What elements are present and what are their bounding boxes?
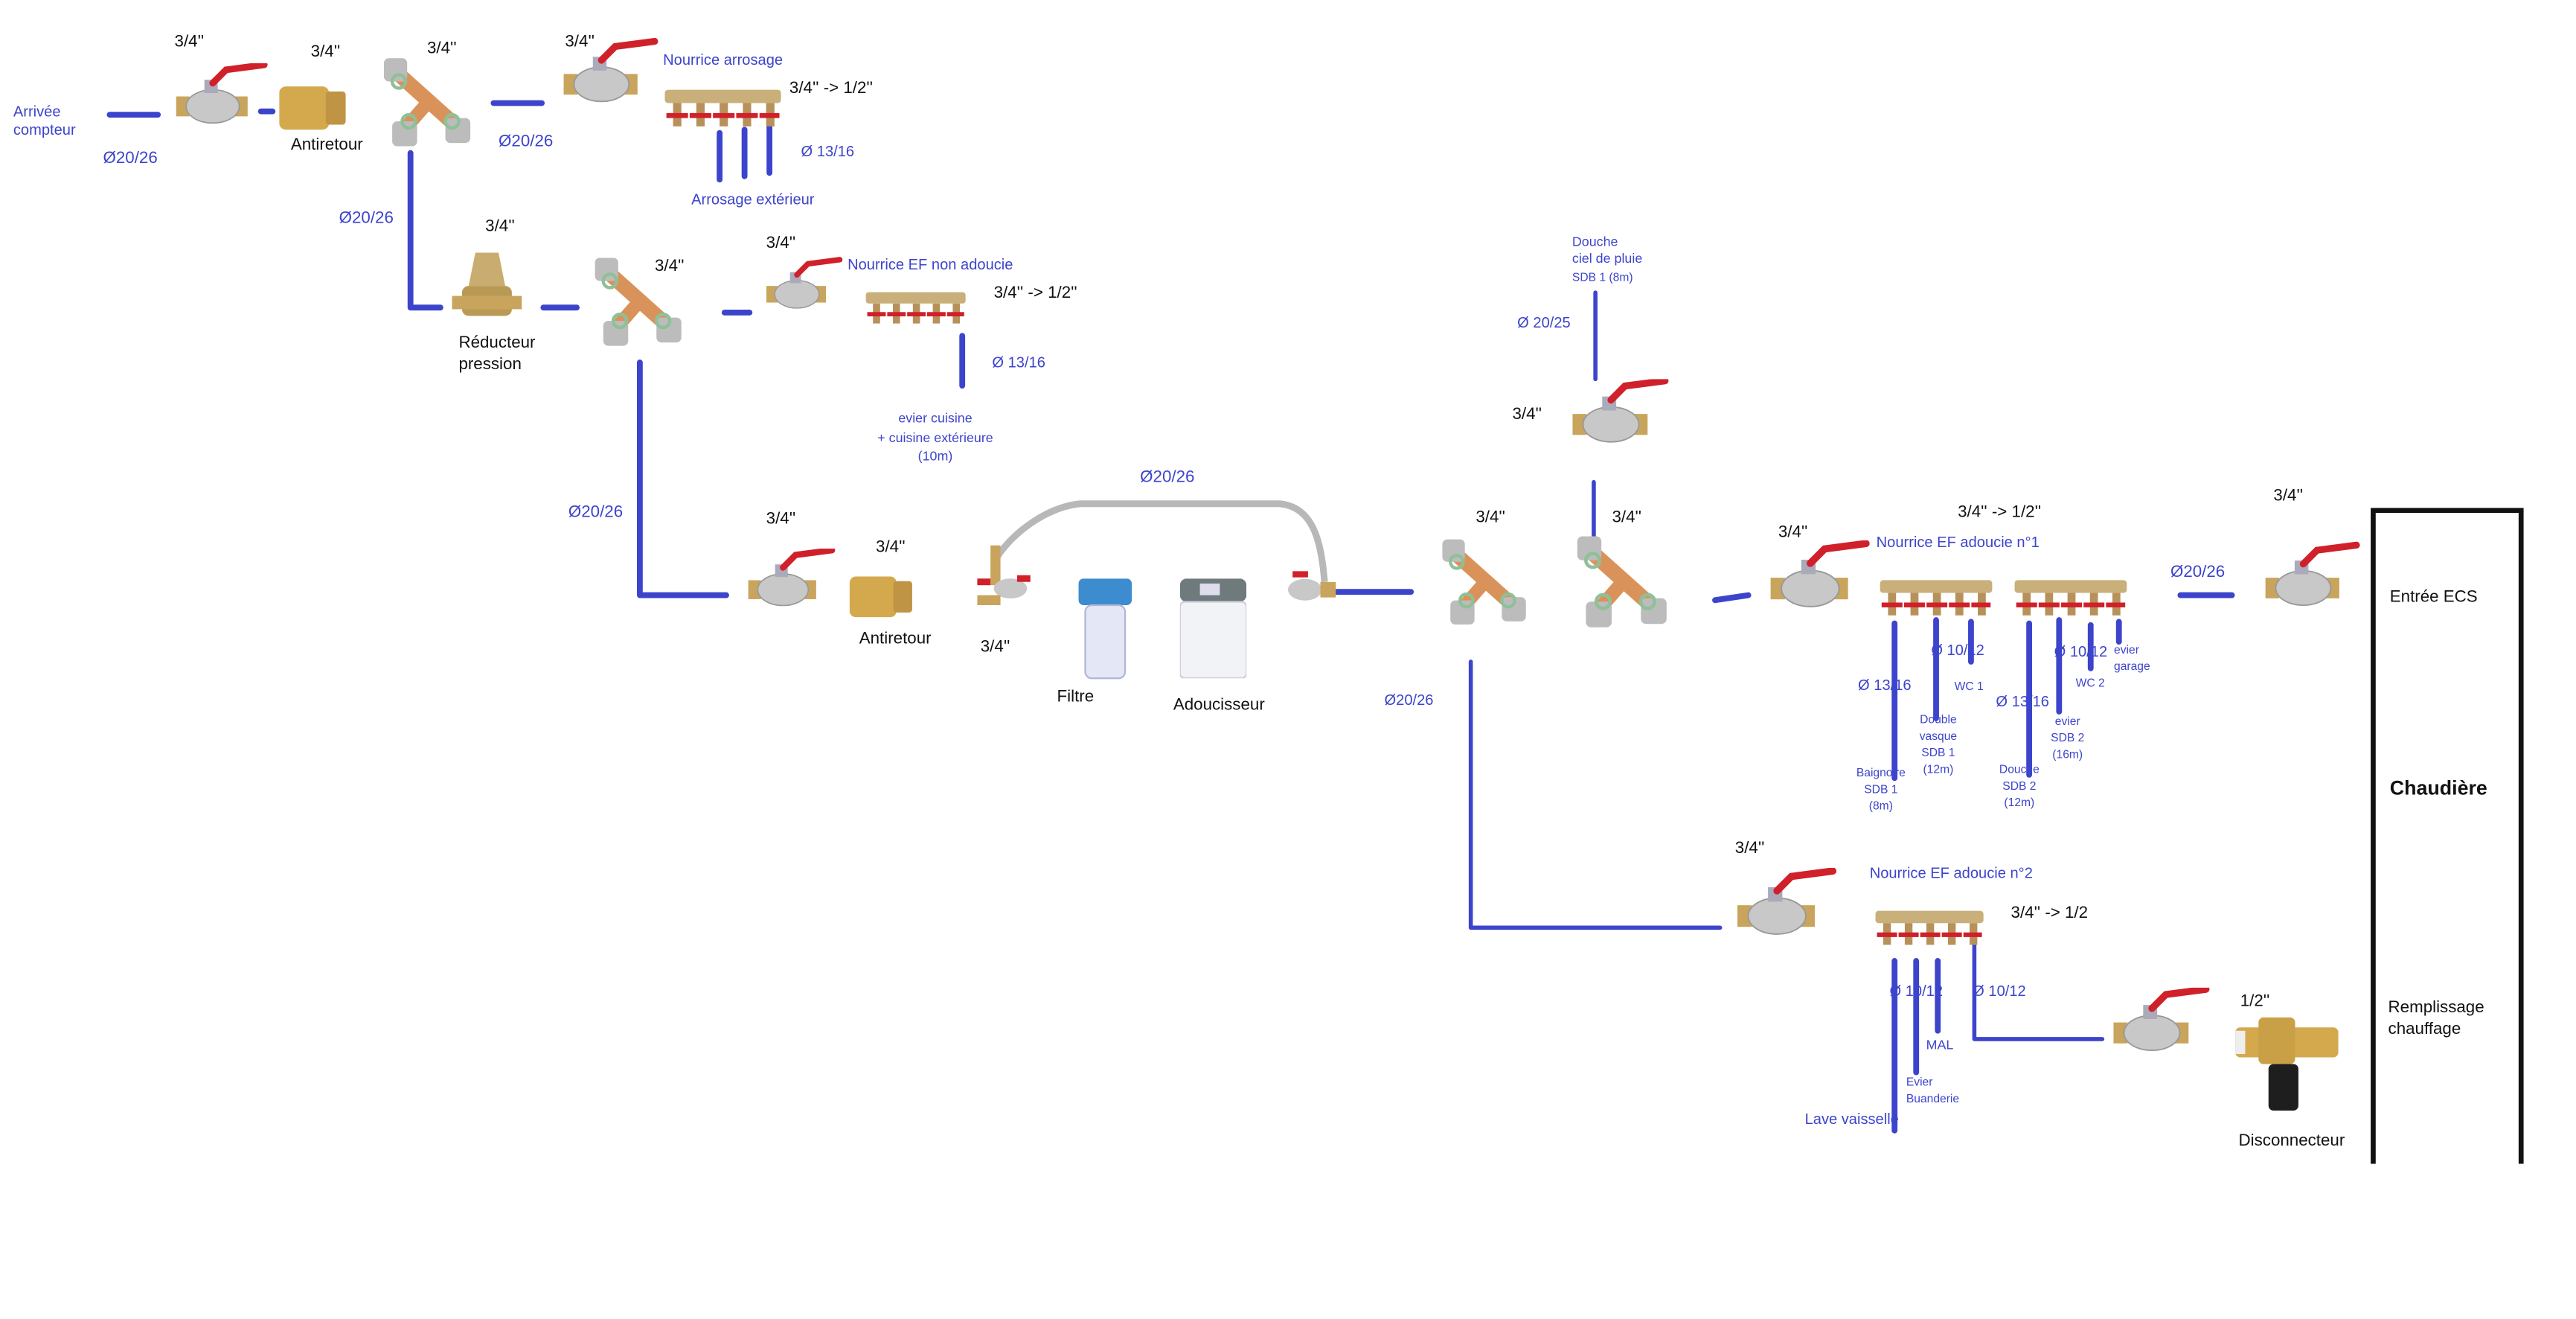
reduction-label: 3/4'' -> 1/2'' — [1958, 503, 2042, 523]
pipe-diameter-label: Ø 10/12 — [1931, 642, 1984, 659]
size-label: 3/4'' — [1476, 508, 1505, 528]
pipe — [1712, 592, 1752, 604]
outlet-label: evier SDB 2 (16m) — [2051, 716, 2085, 762]
size-label: 3/4'' — [1512, 405, 1542, 424]
pipe-diameter-label: Ø20/26 — [1140, 468, 1195, 488]
water-softener-icon[interactable] — [1179, 578, 1247, 679]
pipe-branch-row3 — [636, 359, 729, 598]
pressure-reducer-icon[interactable] — [452, 249, 522, 326]
outlet-label: MAL — [1926, 1037, 1954, 1053]
pipe-diameter-label: Ø 10/12 — [1973, 982, 2026, 1000]
manifold-icon[interactable] — [1878, 577, 1994, 622]
outlet-label: Evier Buanderie — [1906, 1077, 1960, 1106]
size-label: 3/4'' — [876, 538, 906, 558]
size-label: 3/4'' — [2273, 487, 2304, 505]
backflow-disconnector-icon[interactable] — [2235, 1014, 2343, 1114]
pipe-branch-n2 — [1468, 660, 1723, 930]
manifold-icon[interactable] — [2011, 577, 2131, 622]
ball-valve-icon[interactable] — [736, 549, 839, 612]
size-label: 3/4'' — [766, 234, 796, 253]
manifold-label: Nourrice EF adoucie n°2 — [1869, 864, 2033, 881]
filter-valve-icon[interactable] — [977, 545, 1034, 609]
outlet-label: WC 2 — [2075, 678, 2105, 690]
boiler-fill-label: Remplissage chauffage — [2388, 999, 2484, 1038]
size-label: 1/2'' — [2240, 992, 2270, 1011]
manifold-label: Nourrice EF adoucie n°1 — [1876, 533, 2040, 551]
manifold-label: Nourrice EF non adoucie — [848, 255, 1013, 273]
outlet-label: Lave vaisselle — [1804, 1110, 1899, 1128]
ball-valve-icon[interactable] — [1728, 868, 1836, 943]
check-valve-icon[interactable] — [849, 570, 915, 623]
size-label: 3/4'' — [174, 33, 205, 52]
pipe-branch-reducer — [407, 150, 443, 311]
check-valve-label: Antiretour — [290, 136, 363, 155]
pipe-diameter-label: Ø 20/25 — [1517, 314, 1571, 331]
water-filter-icon[interactable] — [1072, 578, 1138, 681]
size-label: 3/4'' — [485, 217, 515, 237]
disconnector-label: Disconnecteur — [2238, 1132, 2345, 1151]
boiler-outline — [2371, 508, 2524, 1164]
tee-fitting-icon[interactable] — [1572, 535, 1675, 632]
outlet-label: evier garage — [2114, 645, 2150, 674]
pipe-diameter-label: Ø20/26 — [499, 132, 554, 152]
tee-fitting-icon[interactable] — [1438, 535, 1534, 632]
outlet-label: WC 1 — [1954, 681, 1984, 694]
pipe-diameter-label: Ø20/26 — [1384, 692, 1434, 709]
manifold-icon[interactable] — [859, 290, 973, 330]
outlet-label: Arrosage extérieur — [691, 191, 815, 208]
size-label: 3/4'' — [654, 258, 685, 276]
size-label: 3/4'' — [1734, 839, 1765, 858]
pipe-diameter-label: Ø20/26 — [568, 503, 624, 523]
size-label: 3/4'' — [1778, 523, 1808, 543]
manifold-label: Nourrice arrosage — [663, 51, 784, 68]
ball-valve-icon[interactable] — [1762, 540, 1870, 616]
ball-valve-icon[interactable] — [760, 252, 843, 319]
tee-fitting-icon[interactable] — [379, 58, 478, 150]
ball-valve-icon[interactable] — [2257, 540, 2359, 616]
ball-valve-icon[interactable] — [555, 36, 658, 112]
manifold-icon[interactable] — [664, 86, 781, 133]
pipe-remplissage — [1972, 942, 2105, 1041]
boiler-label: Chaudière — [2389, 776, 2487, 800]
pipe-diameter-label: Ø20/26 — [339, 209, 394, 228]
ball-valve-icon[interactable] — [166, 63, 269, 130]
flexible-hose — [994, 500, 1328, 583]
outlet-label: Baignoire SDB 1 (8m) — [1856, 767, 1906, 814]
size-label: 3/4'' — [310, 43, 341, 62]
manifold-icon[interactable] — [1873, 907, 1986, 951]
outlet-label: Douche SDB 2 (12m) — [1999, 764, 2040, 811]
size-label: 3/4'' — [766, 510, 796, 529]
reduction-label: 3/4'' -> 1/2 — [2011, 904, 2089, 923]
pipe-diameter-label: Ø20/26 — [2170, 563, 2226, 582]
pipe-diameter-label: Ø 13/16 — [801, 143, 855, 160]
size-label: 3/4'' — [980, 638, 1010, 657]
reduction-label: 3/4'' -> 1/2'' — [789, 80, 873, 98]
filter-label: Filtre — [1057, 688, 1095, 707]
outlet-label: evier cuisine + cuisine extérieure (10m) — [877, 410, 993, 464]
ecs-label: Entrée ECS — [2389, 588, 2478, 607]
check-valve-icon[interactable] — [279, 80, 349, 136]
pipe-diameter-label: Ø 10/12 — [1889, 982, 1944, 1000]
shower-label: Douche ciel de pluie — [1571, 234, 1643, 266]
ball-valve-icon[interactable] — [2102, 988, 2211, 1058]
pipe-diameter-label: Ø 13/16 — [992, 354, 1045, 371]
size-label: 3/4'' — [1612, 508, 1642, 528]
inlet-label: Arrivée compteur — [13, 103, 76, 138]
softener-label: Adoucisseur — [1173, 696, 1265, 715]
outlet-label: Double vasque SDB 1 (12m) — [1919, 715, 1958, 777]
ball-valve-icon[interactable] — [1562, 379, 1670, 449]
pipe-diameter-label: Ø 13/16 — [1996, 693, 2049, 710]
size-label: 3/4'' — [565, 33, 595, 52]
pipe-diameter-label: Ø 10/12 — [2054, 643, 2108, 660]
reduction-label: 3/4'' -> 1/2'' — [993, 284, 1077, 303]
pipe-diameter-label: Ø20/26 — [103, 150, 158, 168]
check-valve-label: Antiretour — [859, 630, 932, 649]
size-label: 3/4'' — [427, 39, 457, 59]
pipe-diameter-label: Ø 13/16 — [1858, 677, 1912, 694]
ball-valve-icon[interactable] — [1283, 562, 1336, 605]
pressure-reducer-label: Réducteur pression — [458, 333, 536, 374]
shower-sub-label: SDB 1 (8m) — [1571, 272, 1633, 284]
